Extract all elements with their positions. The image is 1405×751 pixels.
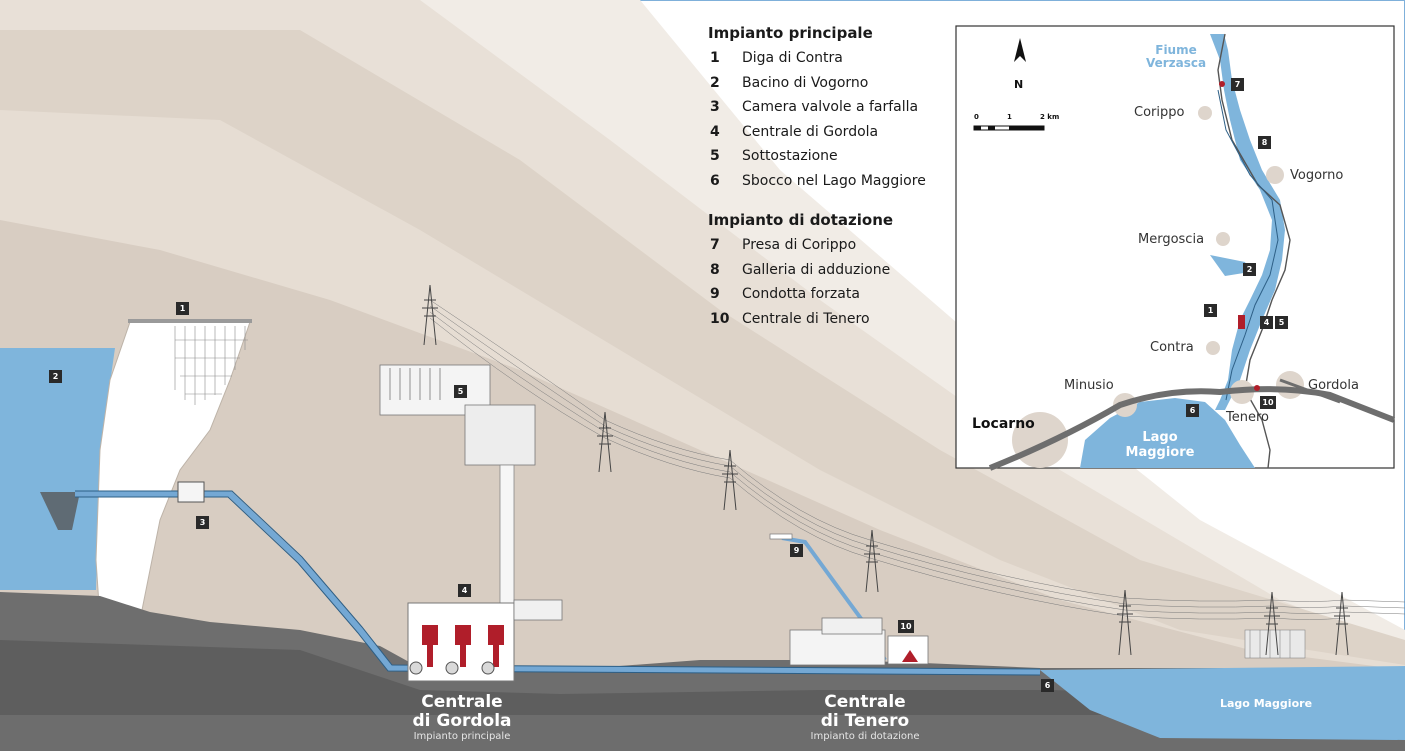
map-tenero-marker bbox=[1254, 385, 1260, 391]
gordola-powerhouse bbox=[407, 599, 563, 682]
badge-powerhouse: 4 bbox=[458, 584, 471, 597]
badge-tenero-station: 10 bbox=[898, 620, 914, 633]
map-place-corippo: Corippo bbox=[1134, 105, 1185, 120]
map-main-road bbox=[988, 386, 1396, 471]
map-badge-outlet: 6 bbox=[1186, 404, 1199, 417]
map-place-gordola: Gordola bbox=[1308, 378, 1359, 393]
legend-main-title: Impianto principale bbox=[708, 24, 873, 42]
gordola-station-title: Centrale di Gordola bbox=[412, 692, 512, 731]
map-badge-intake: 7 bbox=[1231, 78, 1244, 91]
map-badge-reservoir: 2 bbox=[1243, 263, 1256, 276]
map-north-label: N bbox=[1014, 78, 1024, 91]
legend-secondary-title: Impianto di dotazione bbox=[708, 211, 894, 229]
lake-water bbox=[1040, 666, 1405, 740]
contra-dam bbox=[95, 319, 252, 621]
inset-map bbox=[955, 25, 1396, 471]
map-place-mergoscia: Mergoscia bbox=[1138, 232, 1205, 247]
badge-dam: 1 bbox=[176, 302, 189, 315]
badge-substation: 5 bbox=[454, 385, 467, 398]
map-river bbox=[1210, 34, 1285, 410]
map-scale-tick-0: 0 bbox=[974, 113, 979, 121]
map-place-locarno: Locarno bbox=[972, 416, 1035, 432]
map-scale-bar bbox=[973, 125, 1045, 131]
map-place-contra: Contra bbox=[1150, 340, 1194, 355]
valve-chamber bbox=[177, 481, 205, 503]
deep-ground-layer bbox=[0, 640, 1405, 751]
gordola-station-subtitle: Impianto principale bbox=[413, 731, 511, 742]
badge-outlet: 6 bbox=[1041, 679, 1054, 692]
map-place-tenero: Tenero bbox=[1226, 410, 1269, 425]
lake-label: Lago Maggiore bbox=[1220, 697, 1313, 710]
distant-substation bbox=[1244, 629, 1306, 659]
pylons bbox=[422, 284, 1350, 656]
badge-valve-chamber: 3 bbox=[196, 516, 209, 529]
tenero-powerhouse bbox=[789, 617, 929, 666]
map-badge-tunnel: 8 bbox=[1258, 136, 1271, 149]
map-powerhouse-marker bbox=[1238, 315, 1245, 329]
map-place-minusio: Minusio bbox=[1064, 378, 1114, 393]
map-badge-substation: 5 bbox=[1275, 316, 1288, 329]
map-badge-dam: 1 bbox=[1204, 304, 1217, 317]
intake-structure bbox=[40, 492, 80, 530]
badge-penstock: 9 bbox=[790, 544, 803, 557]
tenero-station-subtitle: Impianto di dotazione bbox=[810, 731, 920, 742]
map-scale-tick-2: 2 km bbox=[1040, 113, 1060, 121]
map-north-arrow bbox=[1014, 38, 1026, 62]
reservoir-water bbox=[0, 348, 115, 590]
badge-reservoir: 2 bbox=[49, 370, 62, 383]
map-intake-marker bbox=[1219, 81, 1225, 87]
map-badge-tenero: 10 bbox=[1260, 396, 1276, 409]
map-badge-powerhouse: 4 bbox=[1260, 316, 1273, 329]
map-scale-tick-1: 1 bbox=[1007, 113, 1012, 121]
map-place-vogorno: Vogorno bbox=[1290, 168, 1344, 183]
tenero-station-title: Centrale di Tenero bbox=[820, 692, 910, 731]
